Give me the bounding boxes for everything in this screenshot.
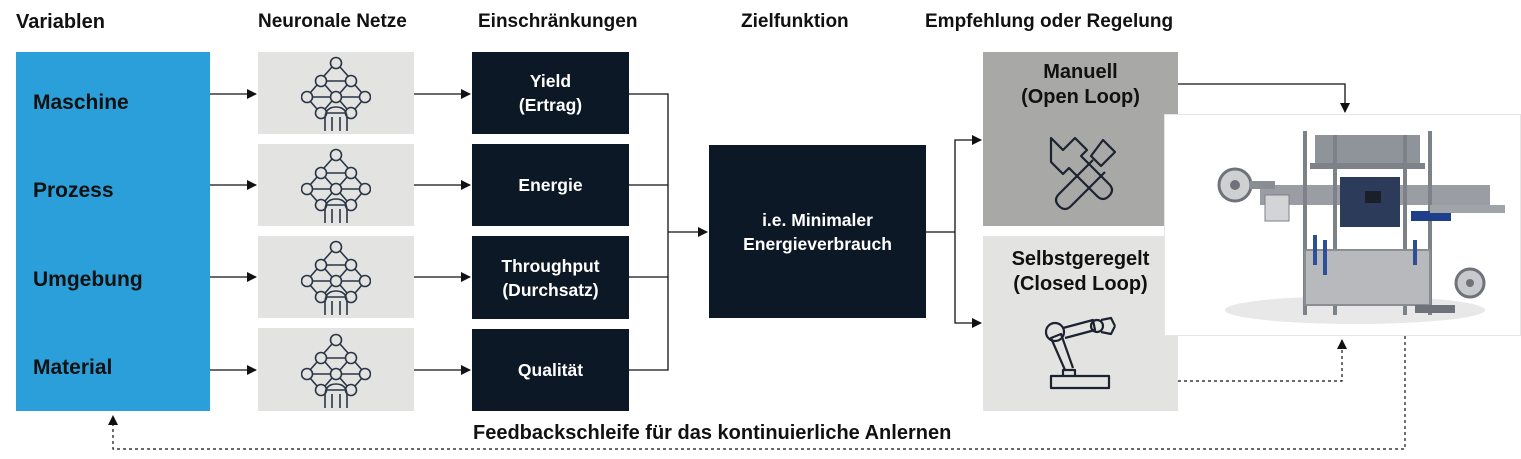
neural-network-person-icon bbox=[301, 56, 371, 131]
neural-net-box bbox=[258, 328, 414, 411]
constraint-throughput: Throughput (Durchsatz) bbox=[472, 236, 629, 319]
constraint-yield: Yield (Ertrag) bbox=[472, 52, 629, 134]
constraint-quality: Qualität bbox=[472, 329, 629, 411]
constraint-energy: Energie bbox=[472, 144, 629, 226]
objective-box: i.e. Minimaler Energieverbrauch bbox=[709, 145, 926, 318]
closed-loop-label: Selbstgeregelt (Closed Loop) bbox=[1011, 248, 1150, 295]
variable-material: Material bbox=[33, 356, 113, 379]
manual-open-loop-label: Manuell (Open Loop) bbox=[1021, 61, 1140, 108]
robot-arm-icon bbox=[1044, 316, 1116, 390]
hammer-wrench-icon bbox=[1049, 136, 1117, 211]
header-objective: Zielfunktion bbox=[741, 11, 849, 32]
variable-machine: Maschine bbox=[33, 91, 129, 114]
header-constraints: Einschränkungen bbox=[478, 11, 638, 32]
neural-network-person-icon bbox=[301, 148, 371, 223]
neural-net-box bbox=[258, 144, 414, 226]
manual-open-loop-box: Manuell (Open Loop) bbox=[983, 52, 1178, 226]
neural-net-box bbox=[258, 236, 414, 318]
header-recommendation: Empfehlung oder Regelung bbox=[925, 11, 1174, 32]
neural-network-person-icon bbox=[301, 240, 371, 315]
variable-process: Prozess bbox=[33, 179, 114, 202]
closed-loop-box: Selbstgeregelt (Closed Loop) bbox=[983, 236, 1178, 411]
header-variables: Variablen bbox=[16, 11, 105, 33]
variables-box bbox=[16, 52, 210, 411]
variable-environment: Umgebung bbox=[33, 268, 143, 291]
feedback-loop-label: Feedbackschleife für das kontinuierliche… bbox=[473, 422, 952, 444]
neural-net-box bbox=[258, 52, 414, 134]
header-neural-nets: Neuronale Netze bbox=[258, 11, 407, 32]
neural-network-person-icon bbox=[301, 333, 371, 408]
packaging-machine-illustration bbox=[1164, 114, 1521, 336]
